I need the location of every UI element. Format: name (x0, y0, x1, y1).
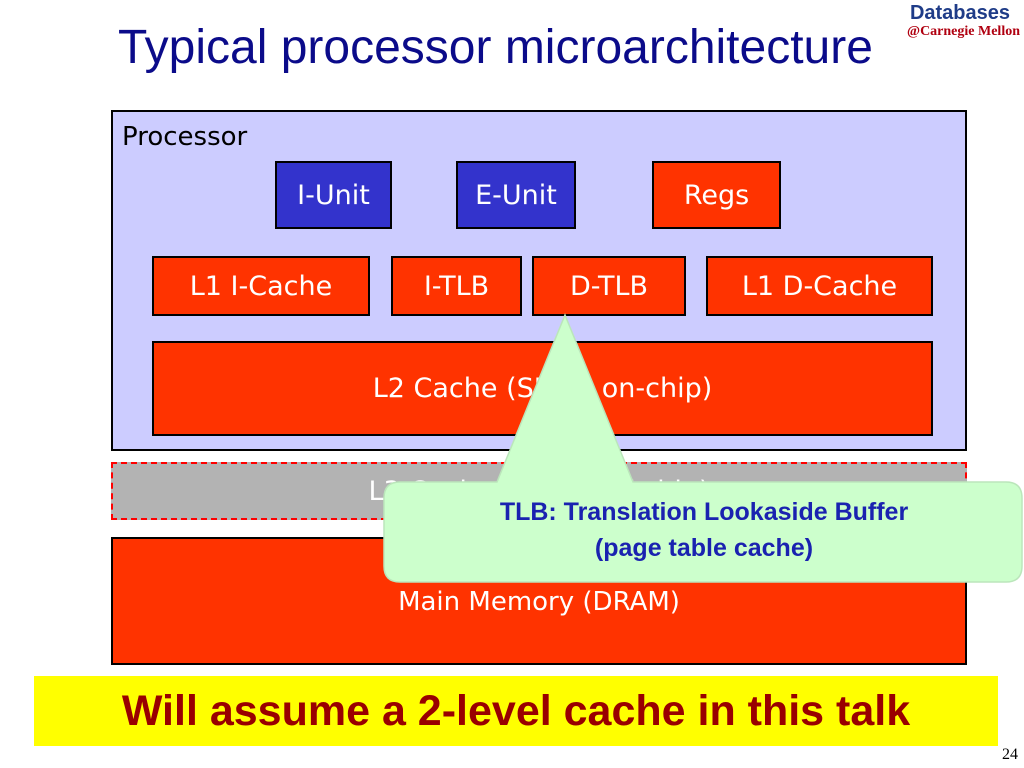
l1-icache-box: L1 I-Cache (152, 256, 370, 316)
logo-title: Databases (909, 2, 1010, 24)
i-unit-box: I-Unit (275, 161, 392, 229)
page-number: 24 (1002, 746, 1018, 763)
processor-label: Processor (122, 122, 248, 152)
callout-text: TLB: Translation Lookaside Buffer (page … (383, 494, 1024, 566)
callout-shape (383, 313, 1023, 583)
main-memory-label: Main Memory (DRAM) (398, 587, 680, 617)
l1-dcache-box: L1 D-Cache (706, 256, 933, 316)
dtlb-box: D-TLB (532, 256, 686, 316)
banner: Will assume a 2-level cache in this talk (34, 676, 998, 746)
banner-text: Will assume a 2-level cache in this talk (121, 686, 911, 735)
logo-subtitle: @Carnegie Mellon (907, 24, 1020, 39)
callout-line-1: TLB: Translation Lookaside Buffer (499, 498, 909, 526)
callout-line-2: (page table cache) (594, 534, 814, 562)
slide-title: Typical processor microarchitecture (118, 21, 873, 74)
e-unit-box: E-Unit (456, 161, 576, 229)
itlb-box: I-TLB (391, 256, 522, 316)
regs-box: Regs (652, 161, 781, 229)
